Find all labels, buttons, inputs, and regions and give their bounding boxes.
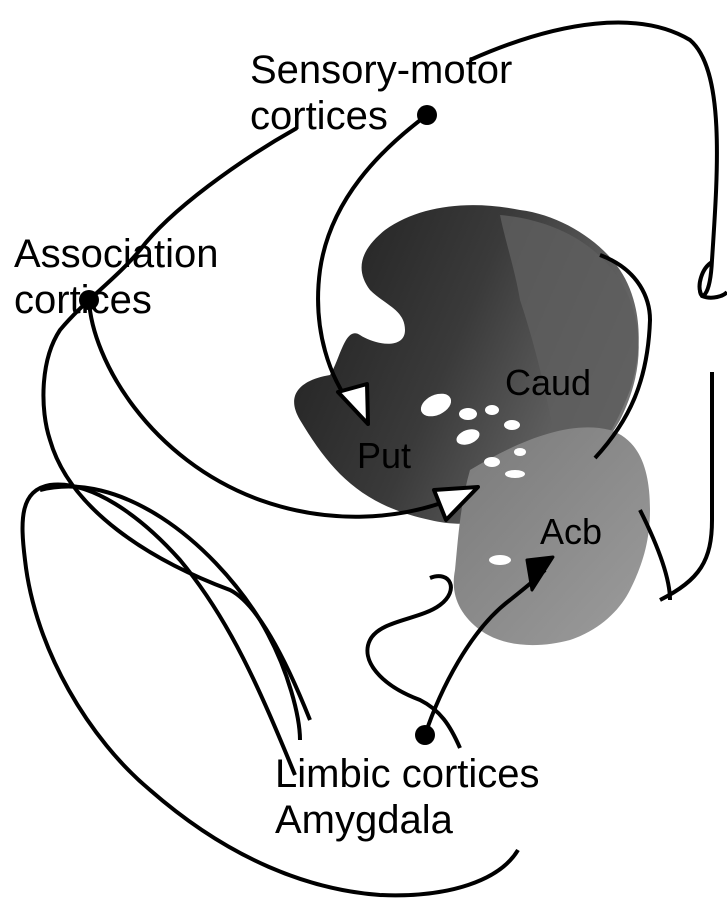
limbic-label-line1: Limbic cortices [275,752,540,796]
temporal-inner-contour [40,487,300,740]
association-label-line2: cortices [14,278,152,322]
putamen-label: Put [357,435,411,476]
sensory-motor-origin-dot [417,105,437,125]
cortex-outline-upper-left [43,128,310,720]
limbic-label-line2: Amygdala [275,798,453,842]
midline [660,372,712,600]
caudate-label: Caud [505,362,591,403]
sensory-motor-label-line2: cortices [250,94,388,138]
accumbens-label: Acb [540,511,602,552]
sensory-motor-label-line1: Sensory-motor [250,48,512,92]
accumbens-right-contour [640,510,670,600]
accumbens-lower-contour [367,576,460,748]
limbic-origin-dot [415,725,435,745]
association-label-line1: Association [14,232,219,276]
